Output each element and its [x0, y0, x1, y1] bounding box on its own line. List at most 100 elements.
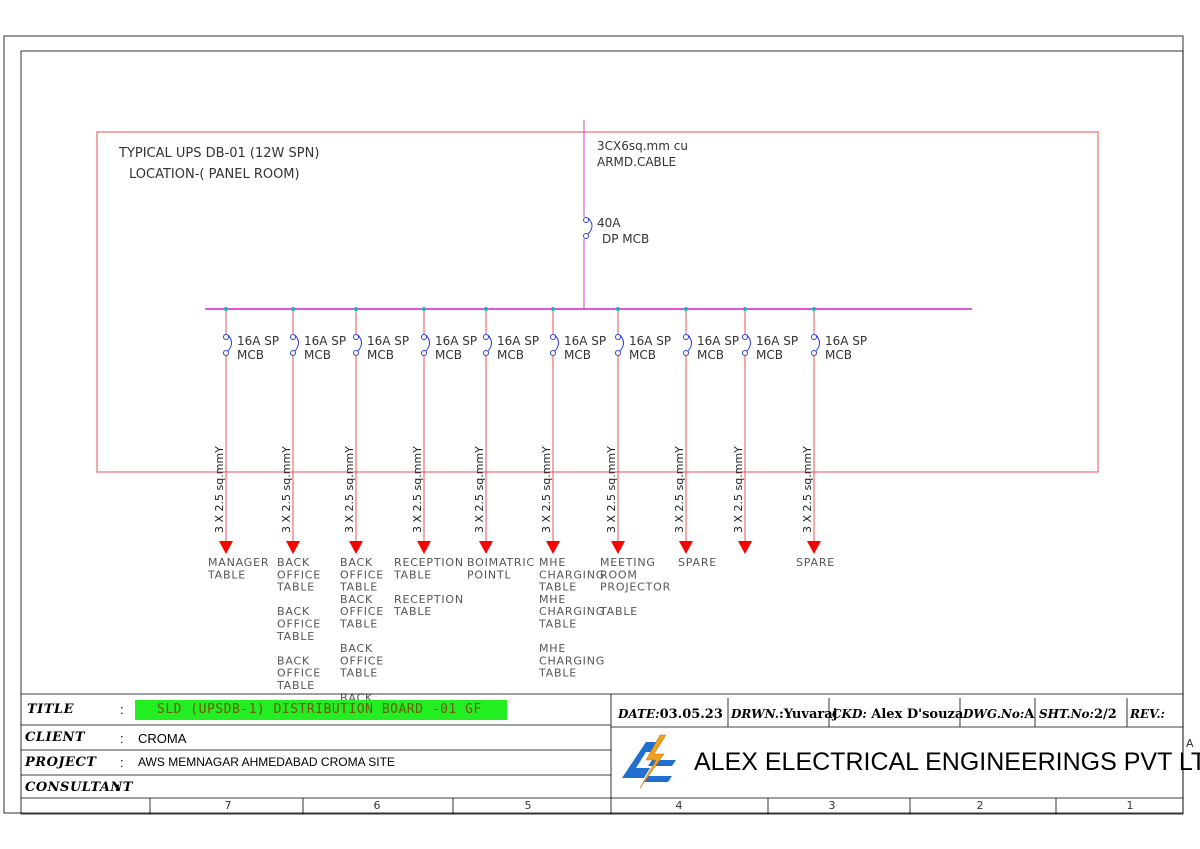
feeder-arrow [219, 541, 233, 554]
busbar-node [551, 307, 555, 311]
feeder-arrow [546, 541, 560, 554]
feeder-cable-size: 3 X 2.5 sq.mmY [213, 446, 226, 533]
breaker-type: MCB [435, 348, 462, 362]
busbar-node [354, 307, 358, 311]
load-label: BACK [277, 605, 310, 618]
breaker-contact-top [742, 334, 748, 340]
breaker-contact-bottom [550, 350, 556, 356]
breaker-contact-top [615, 334, 621, 340]
breaker-type: MCB [367, 348, 394, 362]
incomer-rating: 40A [597, 216, 621, 230]
date-value: 03.05.23 [659, 707, 723, 722]
client-label: CLIENT [25, 730, 86, 745]
load-label: BACK [277, 654, 310, 667]
busbar-node [422, 307, 426, 311]
drawn-value: :Yuvaraj [778, 707, 838, 722]
date-field: DATE:03.05.23 [618, 705, 723, 723]
breaker-rating: 16A SP [367, 334, 409, 348]
load-label: TABLE [538, 581, 577, 594]
load-label: BACK [277, 556, 310, 569]
load-label: OFFICE [277, 568, 321, 581]
breaker-rating: 16A SP [825, 334, 867, 348]
breaker-rating: 16A SP [629, 334, 671, 348]
busbar-node [684, 307, 688, 311]
load-label: BACK [340, 642, 373, 655]
breaker-arc [746, 334, 751, 352]
project-label: PROJECT [25, 755, 97, 770]
inner-frame [20, 50, 1184, 815]
load-label: MHE [539, 556, 566, 569]
load-label: TABLE [276, 630, 315, 643]
feeder-arrow [679, 541, 693, 554]
breaker-arc [619, 334, 624, 352]
drawn-field: DRWN.:Yuvaraj [731, 705, 837, 723]
rev-label: REV.: [1130, 707, 1165, 721]
consultant-label: CONSULTANT [25, 780, 133, 795]
load-label: OFFICE [340, 568, 384, 581]
dwg-no-field: DWG.No:A [963, 705, 1034, 723]
project-value: AWS MEMNAGAR AHMEDABAD CROMA SITE [138, 755, 395, 769]
load-label: MHE [539, 593, 566, 606]
load-label: OFFICE [277, 618, 321, 631]
dwg-no-value: A [1024, 707, 1035, 722]
panel-name: TYPICAL UPS DB-01 (12W SPN) [118, 146, 319, 161]
breaker-type: MCB [497, 348, 524, 362]
incoming-cable-type: ARMD.CABLE [597, 155, 676, 169]
load-label: TABLE [276, 581, 315, 594]
checked-value: Alex D'souza [871, 707, 964, 722]
load-label: OFFICE [340, 654, 384, 667]
breaker-rating: 16A SP [564, 334, 606, 348]
load-label: TABLE [393, 568, 432, 581]
feeder-cable-size: 3 X 2.5 sq.mmY [605, 446, 618, 533]
breaker-arc [815, 334, 820, 352]
load-label: POINTL [467, 568, 511, 581]
sheet-label: SHT.No: [1039, 707, 1094, 721]
company-logo-icon [622, 734, 676, 789]
load-label: MEETING [600, 556, 656, 569]
busbar-node [812, 307, 816, 311]
breaker-arc [687, 334, 692, 352]
breaker-arc [227, 334, 232, 352]
feeder-arrow [611, 541, 625, 554]
breaker-contact-bottom [811, 350, 817, 356]
breaker-rating: 16A SP [497, 334, 539, 348]
client-value: CROMA [138, 731, 187, 746]
incomer-type: DP MCB [602, 232, 649, 246]
feeder-cable-size: 3 X 2.5 sq.mmY [732, 446, 745, 533]
breaker-arc [357, 334, 362, 352]
checked-label: CKD: [832, 707, 867, 721]
load-label: TABLE [339, 667, 378, 680]
load-label: TABLE [599, 605, 638, 618]
breaker-rating: 16A SP [237, 334, 279, 348]
busbar-node [484, 307, 488, 311]
company-name: ALEX ELECTRICAL ENGINEERINGS PVT LTD [694, 748, 1200, 776]
load-label: OFFICE [277, 667, 321, 680]
busbar-node [616, 307, 620, 311]
breaker-contact-bottom [683, 350, 689, 356]
drawing-title: SLD (UPSDB-1) DISTRIBUTION BOARD -01 GF [135, 700, 507, 720]
load-label: MANAGER [208, 556, 269, 569]
breaker-contact-bottom [290, 350, 296, 356]
load-label: SPARE [678, 556, 717, 569]
incomer-contact-bottom [583, 233, 589, 239]
busbar-node [291, 307, 295, 311]
sheet-field: SHT.No:2/2 [1039, 705, 1117, 723]
breaker-contact-top [353, 334, 359, 340]
breaker-rating: 16A SP [304, 334, 346, 348]
feeder-cable-size: 3 X 2.5 sq.mmY [343, 446, 356, 533]
load-label: TABLE [207, 568, 246, 581]
load-label: CHARGING [539, 568, 605, 581]
sheet-value: 2/2 [1093, 707, 1117, 722]
breaker-contact-top [811, 334, 817, 340]
breaker-contact-top [550, 334, 556, 340]
panel-location: LOCATION-( PANEL ROOM) [129, 167, 300, 182]
feeder-arrow [349, 541, 363, 554]
consultant-colon: : [115, 780, 121, 795]
title-colon: : [120, 702, 124, 717]
load-label: RECEPTION [394, 556, 464, 569]
feeder-arrow [479, 541, 493, 554]
load-label: TABLE [339, 618, 378, 631]
breaker-type: MCB [237, 348, 264, 362]
